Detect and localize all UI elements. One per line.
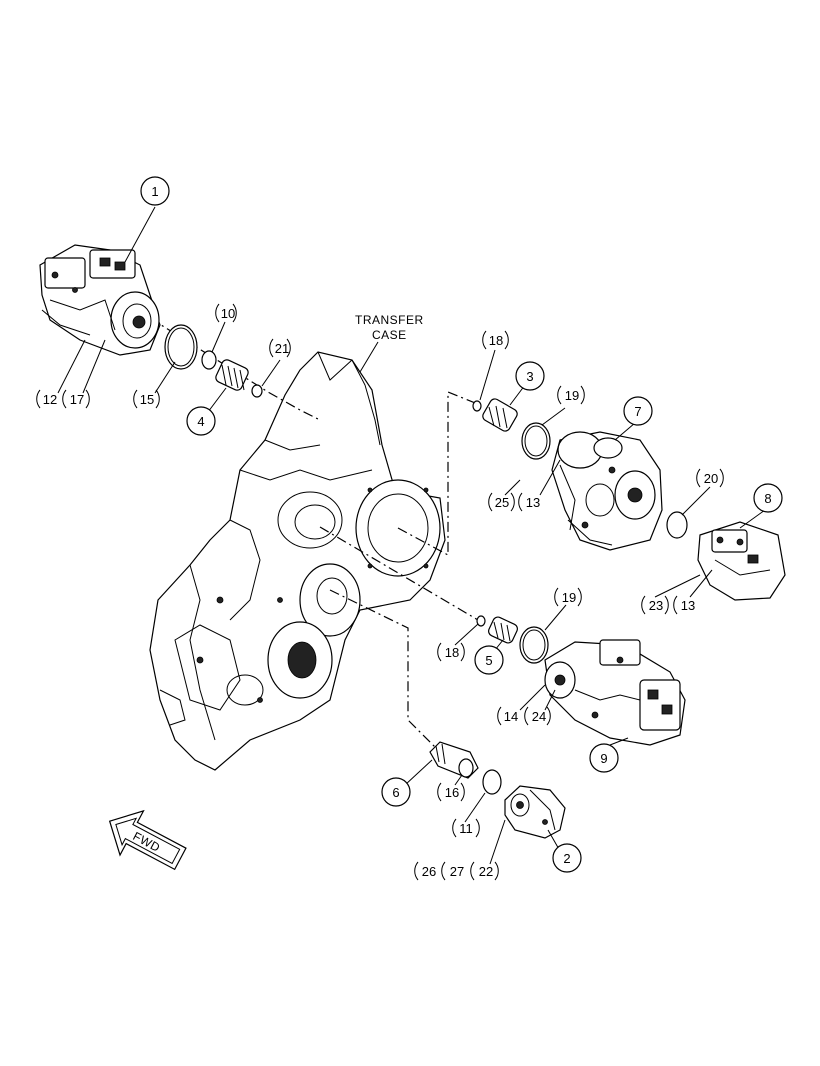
callout-19-lower: 19: [554, 587, 582, 607]
svg-text:18: 18: [489, 333, 503, 348]
svg-text:16: 16: [445, 785, 459, 800]
callout-13-upper: 13: [518, 492, 540, 512]
svg-text:21: 21: [275, 341, 289, 356]
svg-text:27: 27: [450, 864, 464, 879]
svg-text:15: 15: [140, 392, 154, 407]
callout-27: 27: [441, 861, 464, 881]
callout-23: 23: [641, 595, 669, 615]
callout-20: 20: [696, 468, 724, 488]
svg-text:20: 20: [704, 471, 718, 486]
svg-text:13: 13: [681, 598, 695, 613]
svg-text:22: 22: [479, 864, 493, 879]
svg-text:1: 1: [151, 184, 158, 199]
callout-13-lower: 13: [673, 595, 695, 615]
o-ring-19-lower: [519, 626, 549, 664]
svg-text:26: 26: [422, 864, 436, 879]
leader-lines: [57, 206, 766, 865]
callout-14: 14: [497, 706, 518, 726]
o-ring-16: [458, 758, 474, 778]
callout-1: 1: [140, 176, 170, 206]
svg-text:8: 8: [764, 491, 771, 506]
callout-5: 5: [474, 645, 504, 675]
svg-text:18: 18: [445, 645, 459, 660]
callout-6: 6: [381, 777, 411, 807]
callout-12: 12: [36, 389, 57, 409]
svg-text:13: 13: [526, 495, 540, 510]
callout-24: 24: [524, 706, 551, 726]
assembly-line-pump7: [397, 391, 481, 557]
callout-16: 16: [437, 782, 465, 802]
callout-8: 8: [753, 483, 783, 513]
callout-18-upper: 18: [482, 330, 509, 350]
callout-15: 15: [133, 389, 160, 409]
callout-2: 2: [552, 843, 582, 873]
cover-assembly-8: [697, 521, 786, 601]
assembly-line-pump2: [329, 589, 441, 753]
callout-21: 21: [269, 338, 291, 358]
ring-21: [251, 384, 263, 398]
svg-text:2: 2: [563, 851, 570, 866]
svg-text:17: 17: [70, 392, 84, 407]
svg-text:12: 12: [43, 392, 57, 407]
svg-text:23: 23: [649, 598, 663, 613]
callout-26: 26: [414, 861, 436, 881]
svg-text:19: 19: [565, 388, 579, 403]
ring-18-upper: [472, 400, 482, 412]
callout-11: 11: [452, 818, 480, 838]
o-ring-11: [482, 769, 502, 795]
coupling-4: [215, 359, 249, 391]
ring-18-lower: [476, 615, 486, 627]
o-ring-10: [201, 350, 217, 370]
o-ring-15: [164, 324, 198, 370]
callout-10: 10: [215, 303, 237, 323]
callout-7: 7: [623, 396, 653, 426]
coupling-3: [482, 398, 518, 432]
svg-text:9: 9: [600, 751, 607, 766]
callout-25: 25: [488, 492, 515, 512]
callout-9: 9: [589, 743, 619, 773]
svg-text:7: 7: [634, 404, 641, 419]
pump-assembly-9: [544, 639, 686, 746]
fwd-arrow-icon: FWD: [108, 809, 187, 871]
pump-assembly-1: [39, 244, 161, 356]
callout-17: 17: [62, 389, 90, 409]
callout-4: 4: [186, 406, 216, 436]
svg-text:24: 24: [532, 709, 546, 724]
svg-text:25: 25: [495, 495, 509, 510]
o-ring-19-upper: [521, 422, 551, 460]
pump-assembly-7: [551, 431, 663, 551]
transfer-case-label-line1: TRANSFER: [355, 313, 424, 327]
callout-22: 22: [470, 861, 499, 881]
svg-text:6: 6: [392, 785, 399, 800]
svg-text:19: 19: [562, 590, 576, 605]
callout-18-lower: 18: [437, 642, 465, 662]
callout-3: 3: [515, 361, 545, 391]
transfer-case-label-line2: CASE: [372, 328, 407, 342]
svg-text:11: 11: [459, 821, 473, 836]
svg-text:3: 3: [526, 369, 533, 384]
svg-text:4: 4: [197, 414, 204, 429]
svg-text:5: 5: [485, 653, 492, 668]
callout-19-upper: 19: [557, 385, 585, 405]
svg-text:14: 14: [504, 709, 518, 724]
svg-text:10: 10: [221, 306, 235, 321]
o-ring-20: [666, 511, 688, 539]
pump-assembly-2: [504, 785, 566, 839]
coupling-5: [488, 616, 518, 644]
